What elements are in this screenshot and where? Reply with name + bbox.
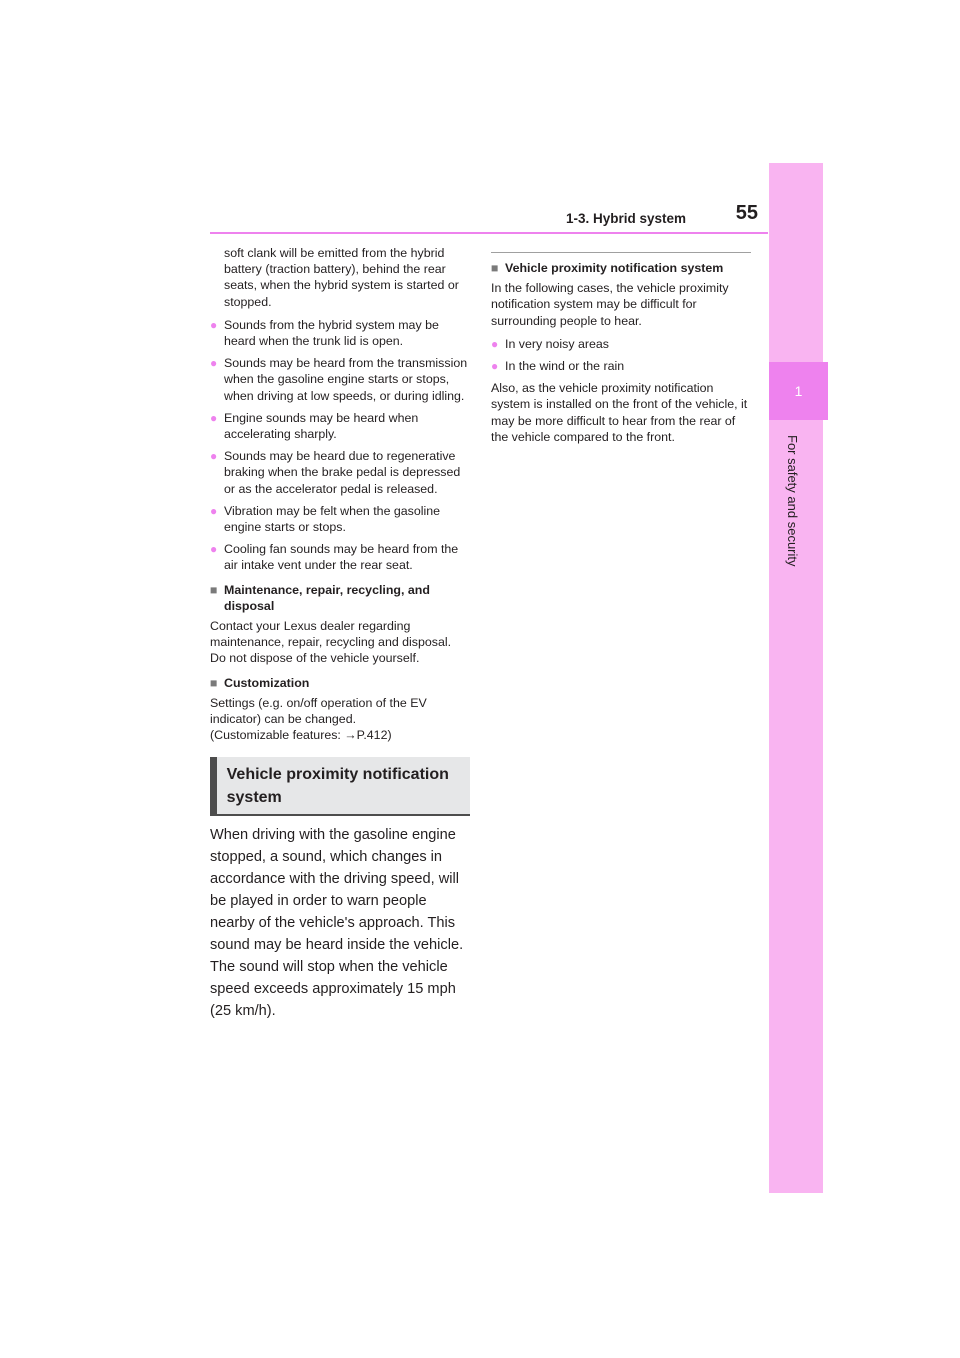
list-item: ● In the wind or the rain <box>491 358 751 374</box>
list-item-text: Vibration may be felt when the gasoline … <box>224 503 441 535</box>
square-icon: ■ <box>210 582 218 597</box>
right-column: ■ Vehicle proximity notification system … <box>491 252 751 452</box>
customization-page-link[interactable]: (Customizable features: →P.412) <box>210 728 392 743</box>
column-divider <box>491 252 751 253</box>
list-item-text: Sounds from the hybrid system may be hea… <box>224 317 439 349</box>
customization-text: Settings (e.g. on/off operation of the E… <box>210 695 427 727</box>
customization-heading-text: Customization <box>224 675 310 690</box>
header-rule <box>210 232 768 234</box>
proximity-heading: ■ Vehicle proximity notification system <box>491 260 751 276</box>
section-heading: Vehicle proximity notification system <box>226 766 449 807</box>
bullet-icon: ● <box>491 336 499 351</box>
list-item: ● Engine sounds may be heard when accele… <box>210 410 470 442</box>
list-item-text: Sounds may be heard due to regenerative … <box>224 449 461 496</box>
list-item-text: Cooling fan sounds may be heard from the… <box>224 542 459 573</box>
chapter-title: For safety and security <box>785 435 800 567</box>
bullet-icon: ● <box>210 449 218 464</box>
list-item-text: Engine sounds may be heard when accelera… <box>224 410 419 442</box>
list-item: ● Sounds may be heard due to regenerativ… <box>210 448 470 497</box>
proximity-intro: In the following cases, the vehicle prox… <box>491 281 729 328</box>
list-item-text: In very noisy areas <box>505 336 609 351</box>
bullet-icon: ● <box>210 542 218 557</box>
continuation-text: soft clank will be emitted from the hybr… <box>224 246 459 309</box>
bullet-icon: ● <box>210 317 218 332</box>
bullet-icon: ● <box>210 410 218 425</box>
square-icon: ■ <box>491 261 499 275</box>
chapter-side-tab <box>769 163 823 1193</box>
heading-accent-bar <box>210 757 217 815</box>
list-item: ● Sounds may be heard from the transmiss… <box>210 355 470 404</box>
section-title: 1-3. Hybrid system <box>565 211 686 226</box>
list-item: ● In very noisy areas <box>491 336 751 352</box>
bullet-icon: ● <box>210 356 218 371</box>
page-number: 55 <box>735 202 758 224</box>
chapter-number-box: 1 <box>769 362 828 420</box>
list-item: ● Sounds from the hybrid system may be h… <box>210 317 470 349</box>
proximity-closing: Also, as the vehicle proximity notificat… <box>491 381 748 444</box>
maintenance-heading: ■ Maintenance, repair, recycling, and di… <box>210 582 470 614</box>
maintenance-heading-text: Maintenance, repair, recycling, and disp… <box>224 582 430 613</box>
list-item: ● Cooling fan sounds may be heard from t… <box>210 541 470 573</box>
body-text: When driving with the gasoline engine st… <box>210 827 464 1020</box>
list-item: ● Vibration may be felt when the gasolin… <box>210 503 470 535</box>
list-item-text: Sounds may be heard from the transmissio… <box>224 356 468 403</box>
square-icon: ■ <box>210 675 218 690</box>
chapter-number: 1 <box>794 383 803 399</box>
section-heading-box: Vehicle proximity notification system <box>210 757 470 817</box>
customization-heading: ■ Customization <box>210 675 470 691</box>
maintenance-text: Contact your Lexus dealer regarding main… <box>210 619 452 666</box>
left-column: soft clank will be emitted from the hybr… <box>210 245 470 1022</box>
list-item-text: In the wind or the rain <box>505 359 625 374</box>
bullet-icon: ● <box>210 503 218 518</box>
proximity-heading-text: Vehicle proximity notification system <box>505 261 724 275</box>
bullet-icon: ● <box>491 359 499 374</box>
